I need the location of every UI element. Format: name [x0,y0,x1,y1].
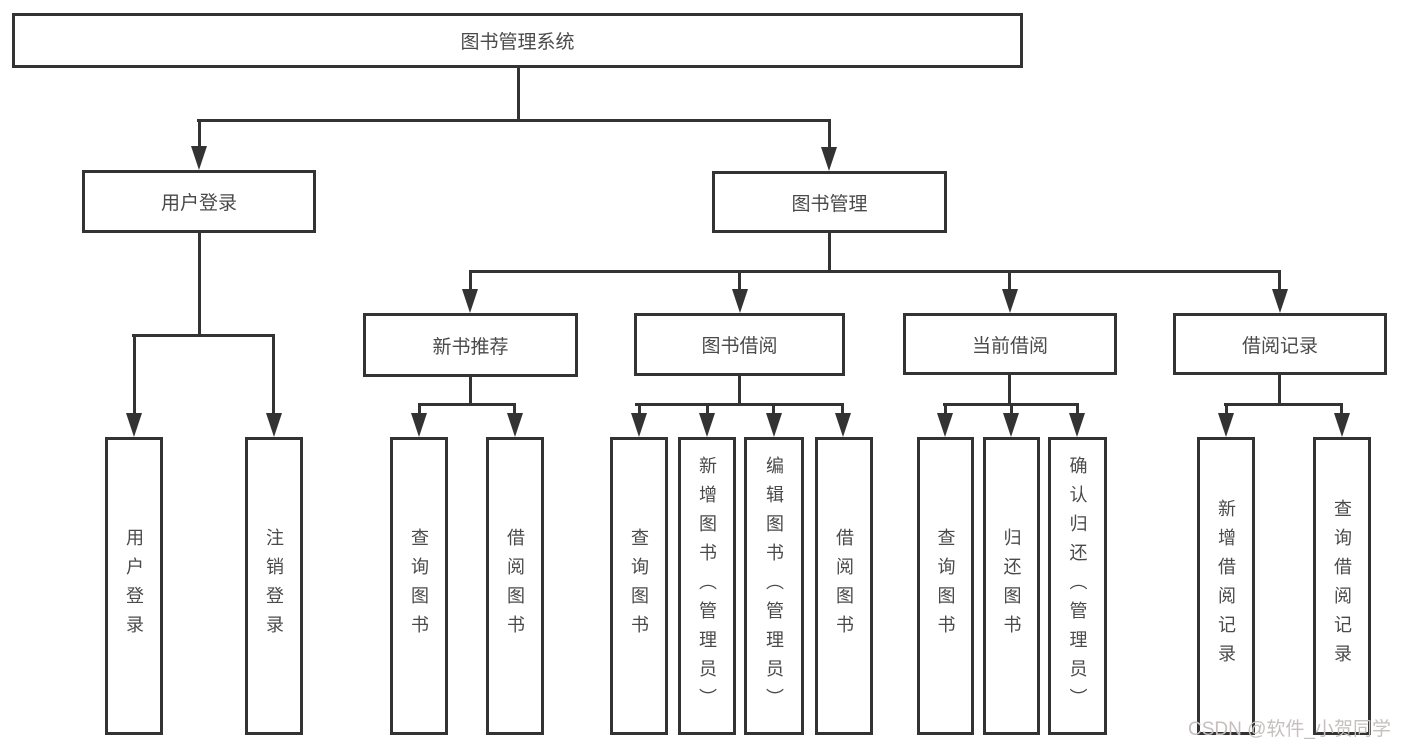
csdn-watermark: CSDN @软件_小贺同学 [1188,719,1391,740]
leaf-edit-books-admin: 编辑图书（管理员） [744,437,804,735]
leaf-query-books-recommend-label: 查询图书 [409,528,429,644]
node-user-login: 用户登录 [82,170,316,233]
leaf-add-books-admin-label: 新增图书（管理员） [697,455,717,717]
connector-vline [841,403,844,415]
connector-vline [944,403,947,415]
leaf-return-books: 归还图书 [983,437,1040,735]
arrow-down-icon [732,289,748,313]
leaf-query-books-borrow-label: 查询图书 [629,528,649,644]
connector-vline [198,119,201,150]
leaf-user-login-label: 用户登录 [124,528,144,644]
connector-vline [1225,403,1228,415]
connector-vline [1010,403,1013,415]
connector-vline [1278,270,1281,291]
leaf-borrow-books-recommend: 借阅图书 [486,437,544,735]
arrow-down-icon [1003,413,1019,437]
connector-hline [635,403,844,406]
leaf-confirm-return-admin: 确认归还（管理员） [1048,437,1107,735]
connector-vline [517,68,520,120]
leaf-query-books-recommend: 查询图书 [390,437,448,735]
node-book-management: 图书管理 [712,171,947,233]
node-current-borrow-label: 当前借阅 [971,335,1048,357]
connector-vline [1278,375,1281,405]
arrow-down-icon [507,413,523,437]
leaf-query-borrow-record: 查询借阅记录 [1313,437,1371,735]
connector-vline [418,403,421,415]
connector-vline [133,334,136,415]
leaf-query-books-current-label: 查询图书 [935,528,956,644]
leaf-logout-label: 注销登录 [264,528,284,644]
node-book-borrow-label: 图书借阅 [701,336,778,357]
arrow-down-icon [1272,289,1288,313]
leaf-query-borrow-record-label: 查询借阅记录 [1332,499,1352,673]
arrow-down-icon [631,413,647,437]
leaf-add-borrow-record: 新增借阅记录 [1197,437,1255,735]
node-book-management-label: 图书管理 [791,193,868,215]
arrow-down-icon [699,413,715,437]
connector-hline [197,119,831,122]
leaf-borrow-books-label: 借阅图书 [834,528,854,644]
connector-hline [1224,403,1343,406]
node-root: 图书管理系统 [12,13,1023,68]
arrow-down-icon [1069,413,1085,437]
connector-vline [638,403,641,415]
arrow-down-icon [1002,289,1018,313]
leaf-borrow-books-recommend-label: 借阅图书 [505,528,525,644]
connector-vline [828,119,831,150]
leaf-confirm-return-admin-label: 确认归还（管理员） [1067,455,1088,717]
leaf-user-login: 用户登录 [105,437,163,735]
connector-vline [706,403,709,415]
connector-vline [513,403,516,415]
node-new-book-recommend: 新书推荐 [363,313,578,377]
connector-vline [738,376,741,405]
connector-vline [1008,375,1011,405]
arrow-down-icon [835,413,851,437]
arrow-down-icon [766,413,782,437]
connector-hline [469,270,1280,273]
node-user-login-label: 用户登录 [160,193,237,214]
connector-vline [828,233,831,272]
connector-vline [198,233,201,336]
connector-vline [272,334,275,415]
arrow-down-icon [821,147,837,171]
arrow-down-icon [266,413,282,437]
arrow-down-icon [462,289,478,313]
connector-hline [132,334,275,337]
arrow-down-icon [411,413,427,437]
arrow-down-icon [191,146,207,170]
connector-vline [1076,403,1079,415]
connector-vline [772,403,775,415]
leaf-add-books-admin: 新增图书（管理员） [678,437,736,735]
arrow-down-icon [126,413,142,437]
node-borrow-records: 借阅记录 [1173,313,1387,375]
leaf-borrow-books: 借阅图书 [815,437,873,735]
connector-hline [418,403,515,406]
node-borrow-records-label: 借阅记录 [1241,335,1318,357]
arrow-down-icon [1334,413,1350,437]
leaf-query-books-borrow: 查询图书 [610,437,668,735]
node-book-borrow: 图书借阅 [634,313,845,376]
leaf-return-books-label: 归还图书 [1001,528,1022,644]
arrow-down-icon [937,413,953,437]
leaf-edit-books-admin-label: 编辑图书（管理员） [764,455,784,717]
node-new-book-recommend-label: 新书推荐 [432,336,509,358]
connector-vline [1340,403,1343,415]
node-current-borrow: 当前借阅 [903,313,1117,375]
connector-vline [469,377,472,405]
leaf-query-books-current: 查询图书 [917,437,974,735]
connector-vline [469,270,472,291]
leaf-logout: 注销登录 [245,437,303,735]
connector-vline [738,270,741,291]
arrow-down-icon [1218,413,1234,437]
connector-vline [1008,270,1011,291]
leaf-add-borrow-record-label: 新增借阅记录 [1216,499,1236,673]
node-root-label: 图书管理系统 [460,32,575,53]
